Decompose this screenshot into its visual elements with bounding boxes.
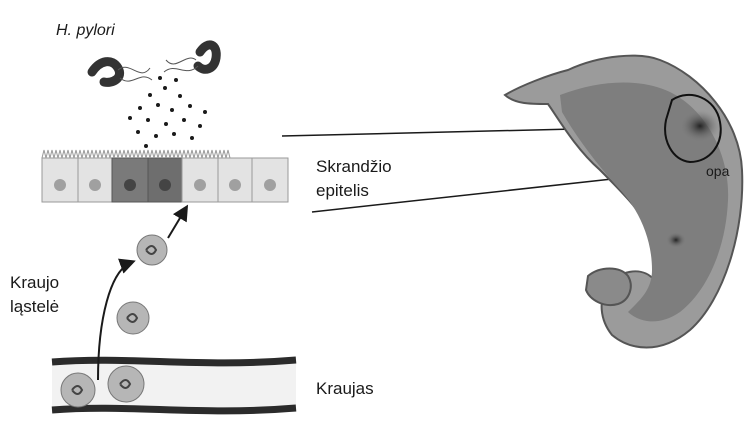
label-blood: Kraujas	[316, 378, 374, 400]
stomach-epithelium	[42, 150, 288, 202]
label-blood-cell-1: Kraujo	[10, 272, 59, 294]
label-blood-cell-2: ląstelė	[10, 296, 59, 318]
stomach	[505, 56, 742, 348]
label-h-pylori: H. pylori	[56, 20, 115, 42]
label-epithelium-2: epitelis	[316, 180, 369, 202]
migration-arrows	[98, 208, 186, 380]
h-pylori-bacteria	[92, 45, 216, 82]
label-epithelium-1: Skrandžio	[316, 156, 392, 178]
label-ulcer: opa	[706, 160, 729, 182]
toxin-particles	[128, 76, 207, 148]
